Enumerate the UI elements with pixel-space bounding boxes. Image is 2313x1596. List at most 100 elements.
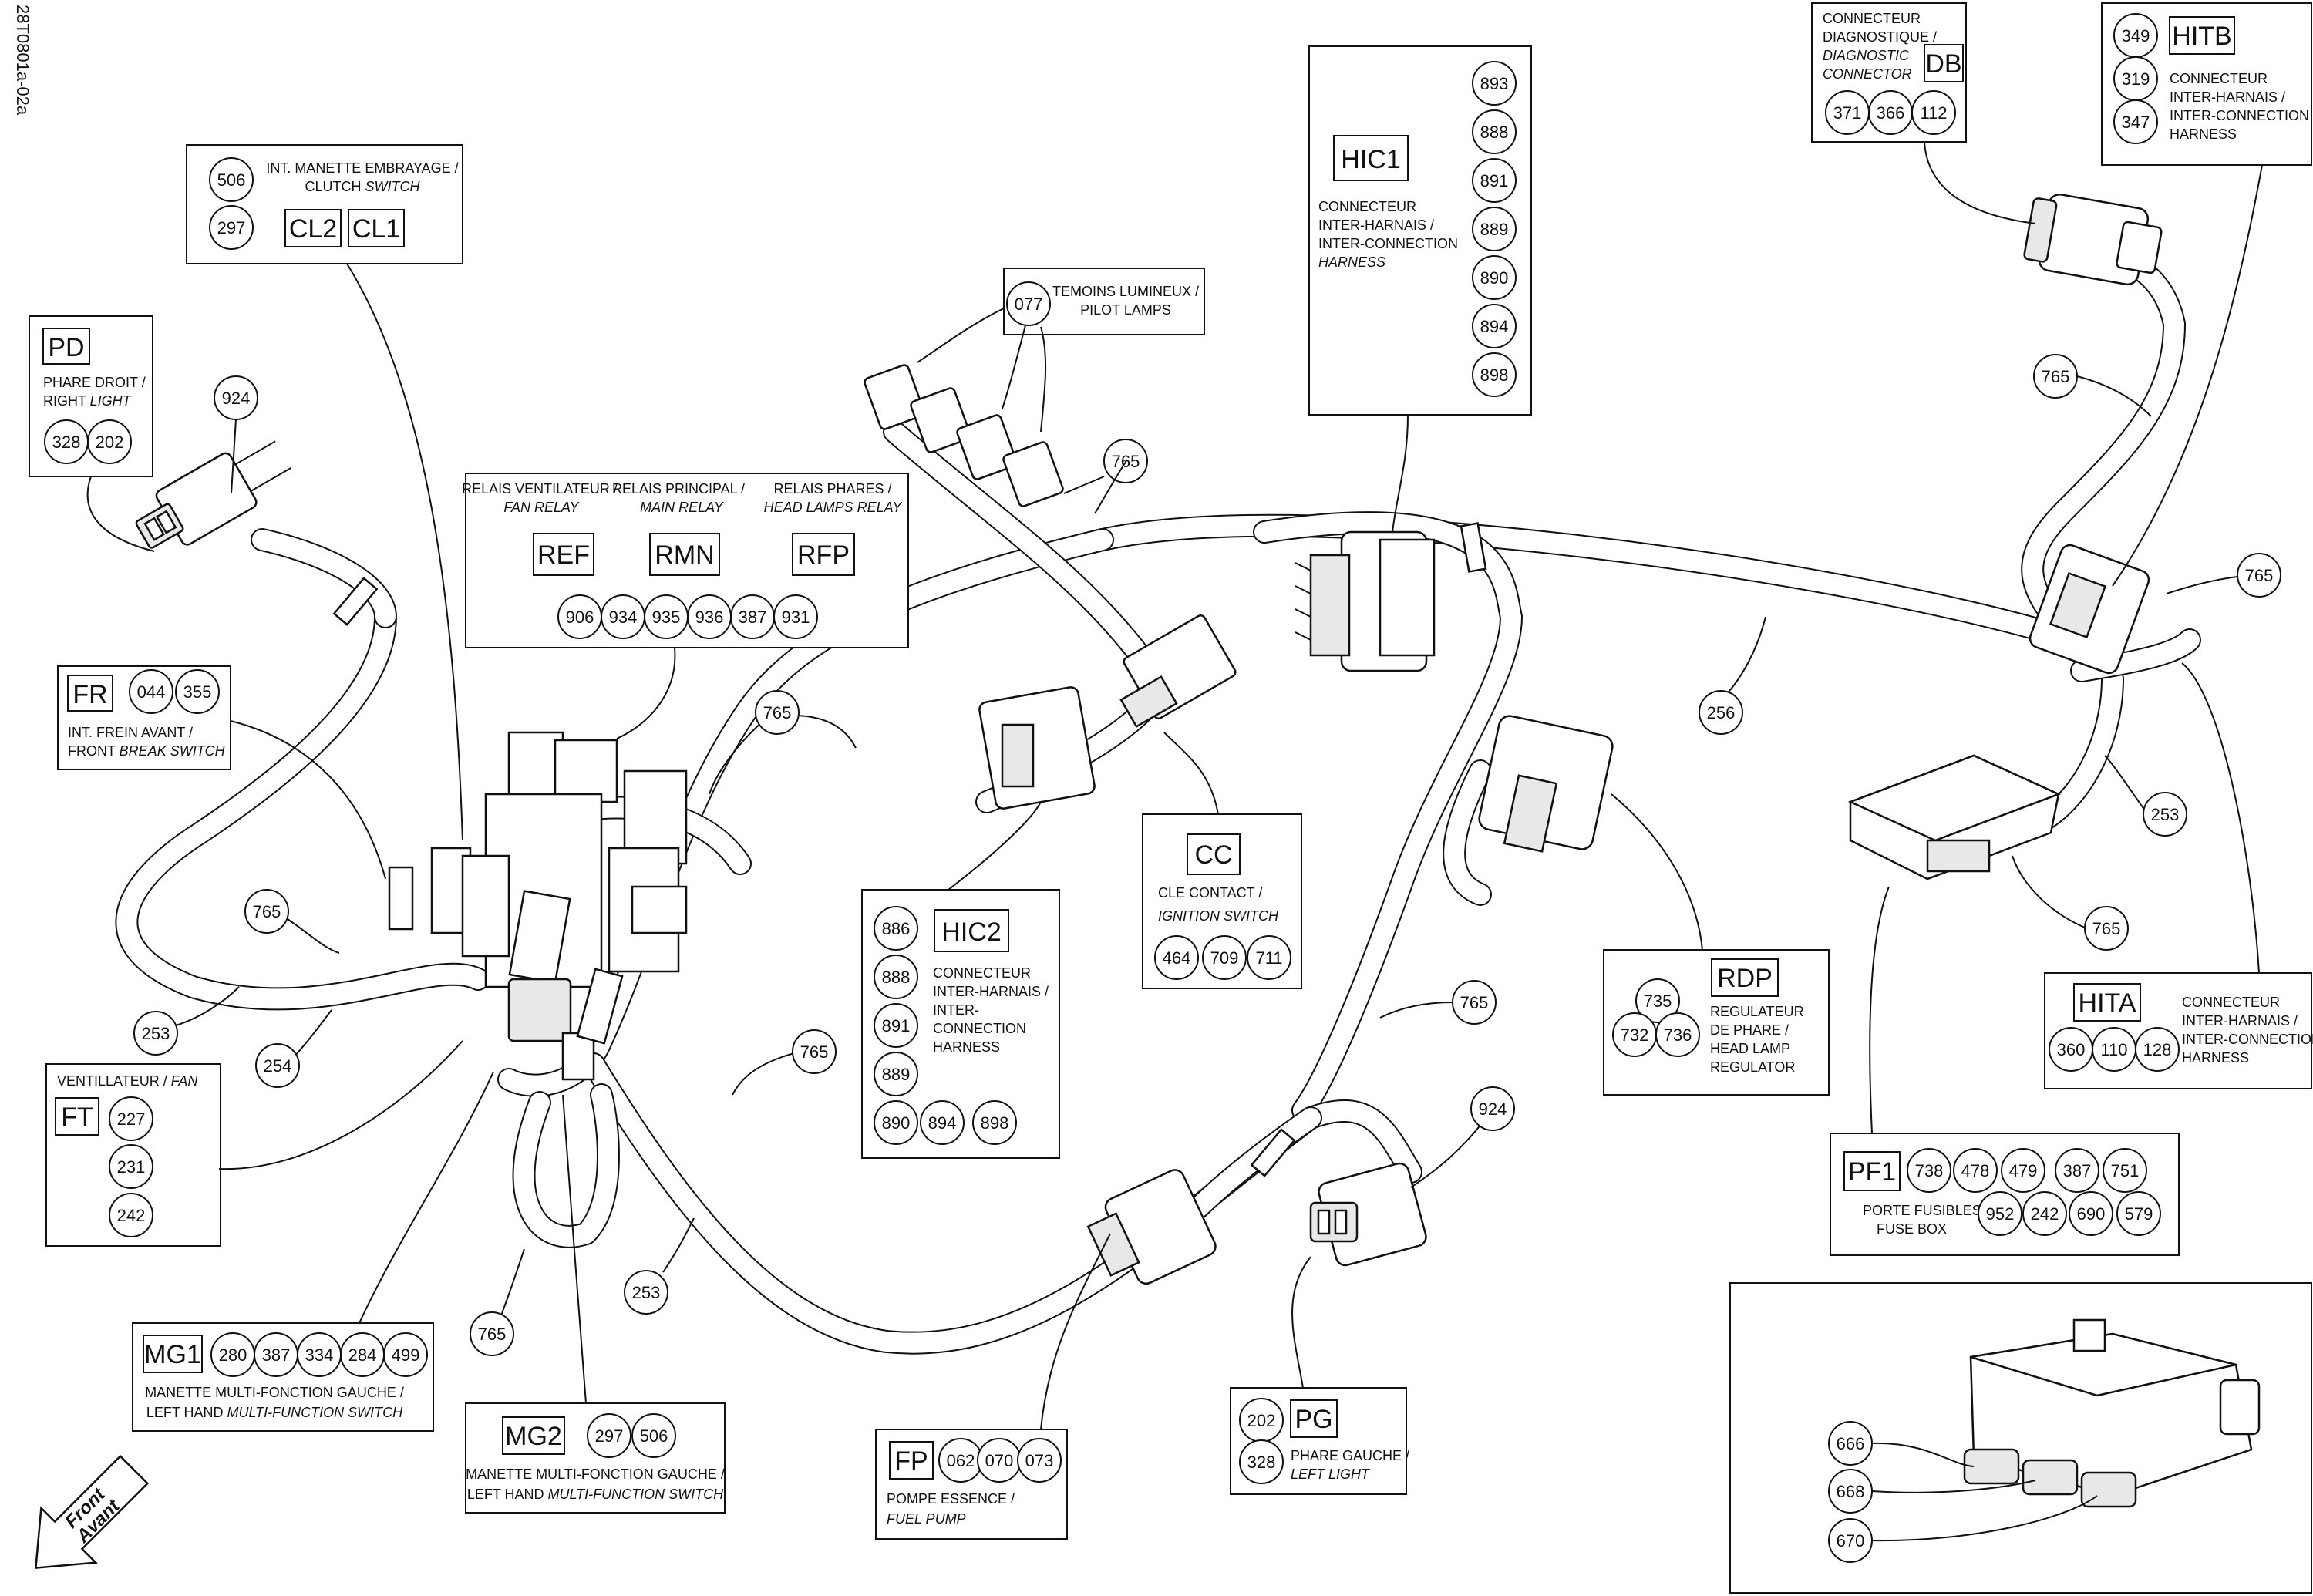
connector-detail-drawing bbox=[1963, 1318, 2261, 1508]
fp-label-en: FUEL PUMP bbox=[887, 1511, 966, 1527]
rdp-symbol: RDP bbox=[1717, 964, 1773, 993]
callout-hic2: 886 HIC2 888 891 889 CONNECTEUR INTER-HA… bbox=[861, 889, 1060, 1159]
mg2-label-fr: MANETTE MULTI-FONCTION GAUCHE / bbox=[466, 1466, 725, 1482]
detail-code-1: 666 bbox=[1837, 1434, 1865, 1453]
pd-label-fr: PHARE DROIT / bbox=[43, 375, 146, 390]
detail-code-2: 668 bbox=[1837, 1482, 1865, 1501]
hitb-code-2: 319 bbox=[2122, 69, 2150, 89]
hic2-code-2: 888 bbox=[882, 968, 911, 987]
callout-clutch-switch: 506 297 INT. MANETTE EMBRAYAGE / CLUTCH … bbox=[186, 144, 463, 264]
db-code-1: 371 bbox=[1833, 103, 1862, 123]
hitb-code-1: 349 bbox=[2122, 26, 2150, 45]
rdp-label-1: REGULATEUR bbox=[1710, 1004, 1804, 1019]
detail-code-3: 670 bbox=[1837, 1531, 1865, 1551]
relay-fan-label-en: FAN RELAY bbox=[503, 500, 580, 515]
mg1-code-4: 284 bbox=[348, 1345, 377, 1365]
svg-text:765: 765 bbox=[2245, 566, 2274, 585]
hita-code-1: 360 bbox=[2057, 1040, 2086, 1059]
hic2-label-2: INTER-HARNAIS / bbox=[933, 984, 1049, 999]
svg-text:254: 254 bbox=[264, 1056, 292, 1076]
hita-label-3: INTER-CONNECTION bbox=[2182, 1032, 2313, 1047]
hic2-code-4: 889 bbox=[882, 1065, 911, 1084]
relay-code-3: 935 bbox=[652, 608, 681, 627]
pg-label-en: LEFT LIGHT bbox=[1291, 1466, 1371, 1482]
callout-mg2: MG2 297 506 MANETTE MULTI-FONCTION GAUCH… bbox=[465, 1402, 726, 1514]
relay-code-4: 936 bbox=[695, 608, 724, 627]
fr-label-fr: INT. FREIN AVANT / bbox=[68, 725, 193, 740]
pg-code-1: 202 bbox=[1247, 1411, 1276, 1430]
pf1-code-bot-3: 690 bbox=[2077, 1204, 2106, 1224]
fp-code-3: 073 bbox=[1025, 1451, 1054, 1470]
callout-pf1: PF1 738 478 479 387 751 PORTE FUSIBLES /… bbox=[1830, 1133, 2180, 1256]
svg-text:765: 765 bbox=[253, 902, 281, 921]
balloon: 765 bbox=[1094, 459, 1128, 514]
relay-fan-symbol: REF bbox=[537, 540, 590, 570]
drawing-reference: 28T0801a-02a bbox=[13, 5, 32, 116]
cc-symbol: CC bbox=[1194, 840, 1232, 870]
hita-label-4: HARNESS bbox=[2182, 1050, 2249, 1066]
relay-main-label-fr: RELAIS PRINCIPAL / bbox=[612, 481, 745, 497]
pd-label-en: RIGHT LIGHT bbox=[43, 393, 133, 409]
pg-code-2: 328 bbox=[1247, 1453, 1276, 1472]
hitb-code-3: 347 bbox=[2122, 113, 2150, 132]
hitb-label-1: CONNECTEUR bbox=[2170, 71, 2268, 86]
mg1-code-3: 334 bbox=[305, 1345, 334, 1365]
rdp-label-4: REGULATOR bbox=[1710, 1059, 1795, 1075]
callout-db: CONNECTEUR DIAGNOSTIQUE / DIAGNOSTIC CON… bbox=[1811, 2, 1967, 143]
svg-text:765: 765 bbox=[800, 1042, 829, 1062]
balloon: 765 bbox=[709, 690, 857, 795]
pf1-label-en: FUSE BOX bbox=[1877, 1221, 1947, 1237]
callout-mg1: MG1 280 387 334 284 499 MANETTE MULTI-FO… bbox=[132, 1322, 434, 1432]
hic1-symbol: HIC1 bbox=[1341, 145, 1400, 174]
hic1-code-7: 898 bbox=[1480, 365, 1509, 385]
fr-symbol: FR bbox=[72, 680, 107, 709]
mg1-code-2: 387 bbox=[262, 1345, 291, 1365]
temoins-code: 077 bbox=[1015, 295, 1043, 314]
hic2-label-4: CONNECTION bbox=[933, 1021, 1026, 1036]
hic2-code-5: 890 bbox=[882, 1113, 911, 1133]
mg1-label-en: LEFT HAND MULTI-FUNCTION SWITCH bbox=[146, 1405, 403, 1420]
cc-label-en: IGNITION SWITCH bbox=[1158, 908, 1279, 924]
balloon: 253 bbox=[2104, 755, 2187, 837]
pf1-code-top-4: 387 bbox=[2063, 1161, 2092, 1180]
balloon: 765 bbox=[2033, 354, 2152, 417]
hitb-label-4: HARNESS bbox=[2170, 126, 2237, 142]
balloons: 924 765 765 765 765 765 765 765 765 253 … bbox=[133, 354, 2281, 1356]
callout-pilot-lamps: 077 TEMOINS LUMINEUX / PILOT LAMPS bbox=[1003, 268, 1205, 335]
rdp-label-3: HEAD LAMP bbox=[1710, 1041, 1790, 1056]
db-code-2: 366 bbox=[1877, 103, 1905, 123]
mg1-label-fr: MANETTE MULTI-FONCTION GAUCHE / bbox=[145, 1385, 404, 1400]
cc-label-fr: CLE CONTACT / bbox=[1158, 885, 1262, 901]
balloon: 765 bbox=[244, 889, 340, 954]
rdp-label-2: DE PHARE / bbox=[1710, 1022, 1789, 1038]
svg-text:924: 924 bbox=[1479, 1099, 1507, 1119]
hita-symbol: HITA bbox=[2079, 988, 2136, 1018]
callout-hic1: HIC1 CONNECTEUR INTER-HARNAIS / INTER-CO… bbox=[1308, 45, 1532, 416]
callout-fp: FP 062 070 073 POMPE ESSENCE / FUEL PUMP bbox=[875, 1429, 1068, 1540]
pf1-code-top-5: 751 bbox=[2111, 1161, 2140, 1180]
svg-text:765: 765 bbox=[2092, 919, 2121, 938]
fp-label-fr: POMPE ESSENCE / bbox=[887, 1491, 1015, 1507]
balloon: 765 bbox=[1063, 439, 1148, 494]
svg-text:765: 765 bbox=[763, 703, 792, 722]
hic1-label-4: HARNESS bbox=[1318, 254, 1385, 270]
hic1-code-5: 890 bbox=[1480, 268, 1509, 288]
mg1-symbol: MG1 bbox=[144, 1340, 201, 1369]
db-label-4: CONNECTOR bbox=[1823, 66, 1912, 82]
relay-headlamp-label-en: HEAD LAMPS RELAY bbox=[764, 500, 904, 515]
callout-rdp: RDP 735 732 736 REGULATEUR DE PHARE / HE… bbox=[1603, 949, 1830, 1096]
pf1-code-top-1: 738 bbox=[1915, 1161, 1944, 1180]
hic2-symbol: HIC2 bbox=[941, 918, 1001, 947]
pf1-code-top-2: 478 bbox=[1961, 1161, 1990, 1180]
balloon: 253 bbox=[133, 986, 240, 1056]
callout-hita: HITA 360 110 128 CONNECTEUR INTER-HARNAI… bbox=[2044, 972, 2313, 1089]
pf1-code-top-3: 479 bbox=[2009, 1161, 2038, 1180]
pf1-code-bot-1: 952 bbox=[1986, 1204, 2015, 1224]
hita-code-2: 110 bbox=[2100, 1040, 2127, 1059]
relay-code-2: 934 bbox=[609, 608, 638, 627]
rdp-code-3: 736 bbox=[1664, 1025, 1692, 1045]
hic1-code-1: 893 bbox=[1480, 74, 1509, 93]
hic1-label-2: INTER-HARNAIS / bbox=[1318, 217, 1434, 233]
svg-text:253: 253 bbox=[2151, 805, 2180, 824]
